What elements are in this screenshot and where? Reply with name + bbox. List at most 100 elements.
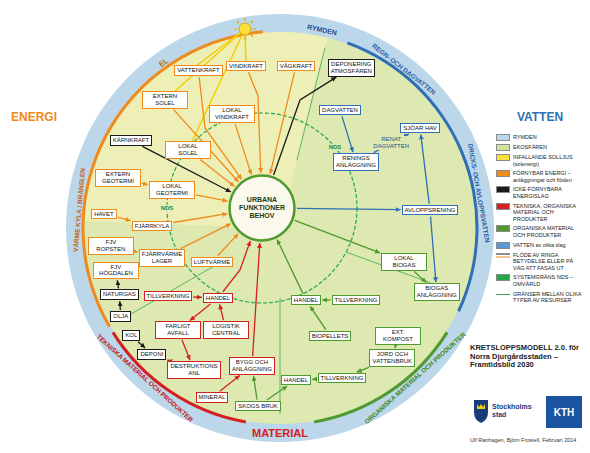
node-label: DEPONERING ATMOSFÄREN — [331, 61, 372, 75]
legend-item: FÖRNYBAR ENERGI – anläggningar och flöde… — [496, 170, 586, 183]
facility-box: EXTERN SOLEL — [142, 91, 188, 109]
sector-title: ENERGI — [11, 111, 57, 124]
facility-box: KÄRNKRAFT — [110, 135, 152, 146]
facility-box: LOKAL VINDKRAFT — [209, 105, 255, 123]
legend-item: TEKNISKA, ORGANISKA MATERIAL OCH PRODUKT… — [496, 203, 586, 223]
flow-arrow — [117, 280, 118, 288]
node-label: HANDEL — [206, 295, 230, 302]
legend: RYMDENEKOSFÄRENINFALLANDE SOLLJUS (solen… — [496, 134, 586, 307]
legend-swatch — [496, 154, 510, 161]
node-label: VINDKRAFT — [229, 63, 263, 70]
node-label: KÄRNKRAFT — [113, 137, 149, 144]
legend-swatch — [496, 242, 510, 249]
sun-rays — [234, 18, 256, 40]
flow-arrow — [277, 240, 303, 294]
legend-item: GRÄNSER MELLAN OLIKA TYPER AV RESURSER — [496, 291, 586, 304]
boundary-label: NDS — [160, 205, 175, 212]
facility-box: AVLOPPSRENING — [402, 205, 459, 216]
connector-group — [117, 72, 436, 400]
facility-box: TILLVERKNING — [144, 291, 193, 302]
facility-box: DAGVATTEN — [319, 105, 361, 116]
node-label: FJV ROPSTEN — [91, 239, 131, 253]
flow-arrow — [267, 386, 287, 400]
node-label: DAGVATTEN — [322, 107, 358, 114]
node-label: LOKAL VINDKRAFT — [212, 107, 252, 121]
facility-box: DEPONI — [137, 349, 166, 360]
legend-item: VATTEN av olika slag — [496, 242, 586, 249]
sunlight-ray — [188, 29, 245, 150]
legend-text: FÖRNYBAR ENERGI – anläggningar och flöde… — [513, 170, 586, 183]
facility-box: RENINGS ANLÄGGNING — [333, 153, 379, 171]
node-label: LOKAL SOLEL — [168, 143, 208, 157]
node-label: BYGG OCH ANLÄGGNING — [232, 359, 272, 373]
flow-arrow — [431, 216, 436, 282]
facility-box: VINDKRAFT — [226, 61, 266, 72]
flow-arrow — [297, 208, 401, 209]
node-label: RENINGS ANLÄGGNING — [336, 155, 376, 169]
flow-arrow — [342, 116, 353, 152]
credit-caption: Ulf Ranhagen, Björn Frostell, Februari 2… — [470, 437, 588, 444]
logo-text: Stockholms stad — [492, 403, 540, 418]
facility-box: FARLIGT AVFALL — [155, 321, 201, 339]
legend-item: ICKE-FÖRNYBARA ENERGISLAG — [496, 186, 586, 199]
legend-swatch — [496, 170, 510, 177]
hub-circle: URBANA FUNKTIONER BEHOV — [228, 174, 296, 242]
facility-box: JORD OCH VATTENBRUK — [369, 349, 415, 367]
node-label: FJÄRRVÄRME LAGER — [142, 251, 183, 265]
facility-box: VÅGKRAFT — [277, 61, 315, 72]
facility-box: KOL — [122, 330, 140, 341]
boundary-label: NDS — [328, 144, 343, 151]
legend-swatch — [496, 134, 510, 141]
legend-text: ICKE-FÖRNYBARA ENERGISLAG — [513, 186, 586, 199]
facility-box: EXT. KOMPOST — [375, 327, 421, 345]
legend-text: SYSTEMGRÄNS NDS – OMVÄRLD — [513, 274, 586, 287]
legend-item: EKOSFÄREN — [496, 144, 586, 151]
legend-text: ORGANISKA MATERIAL OCH PRODUKTER — [513, 225, 586, 238]
kth-logo — [546, 396, 582, 428]
facility-box: SKOGS BRUK — [235, 401, 281, 412]
legend-line-sample — [496, 291, 510, 298]
node-label: LOKAL BIOGAS — [384, 255, 424, 269]
flow-arrow — [135, 251, 138, 253]
facility-box: OLJA — [110, 311, 131, 322]
facility-box: BIOGAS ANLÄGGNING — [414, 283, 460, 301]
flow-arrow — [295, 220, 380, 252]
node-label: FJÄRRKYLA — [135, 223, 170, 230]
facility-box: HANDEL — [291, 295, 321, 306]
legend-item: FLÖDE AV RINGA BETYDELSE ELLER PÅ VÄG AT… — [496, 252, 586, 272]
facility-box: FJÄRRKYLA — [132, 221, 173, 232]
flow-arrow — [182, 340, 190, 360]
node-label: HANDEL — [284, 377, 308, 384]
legend-text: INFALLANDE SOLLJUS (solenergi) — [513, 154, 586, 167]
resource-divider — [346, 252, 431, 283]
flow-arrow — [235, 124, 251, 175]
space-ring — [66, 14, 494, 442]
facility-box: LOKAL GEOTERMI — [149, 181, 195, 199]
node-label: EXT. KOMPOST — [378, 329, 418, 343]
ecosphere-disc — [84, 32, 476, 424]
flow-arrow — [138, 342, 145, 348]
legend-text: VATTEN av olika slag — [513, 242, 566, 249]
flow-arrow — [220, 304, 224, 320]
facility-box: MINERAL — [196, 392, 229, 403]
logo-text: KTH — [554, 407, 575, 418]
node-label: SKOGS BRUK — [238, 403, 278, 410]
flow-arrow — [173, 214, 227, 223]
node-label: BIOPELLETS — [312, 333, 349, 340]
facility-box: HANDEL — [203, 293, 233, 304]
legend-swatch — [496, 203, 510, 210]
legend-swatch — [496, 186, 510, 193]
flow-arrow — [322, 299, 330, 300]
facility-box: LOKAL BIOGAS — [381, 253, 427, 271]
node-label: EXTERN GEOTERMI — [98, 171, 138, 185]
flow-arrow — [190, 304, 211, 320]
legend-item: ORGANISKA MATERIAL OCH PRODUKTER — [496, 225, 586, 238]
facility-box: TILLVERKNING — [318, 373, 367, 384]
node-label: MINERAL — [199, 394, 226, 401]
facility-box: TILLVERKNING — [332, 295, 381, 306]
legend-line — [496, 253, 510, 254]
facility-box: LUFTVÄRME — [191, 257, 233, 268]
node-label: LOKAL GEOTERMI — [152, 183, 192, 197]
flow-arrow — [414, 272, 426, 283]
node-label: URBANA FUNKTIONER BEHOV — [235, 196, 289, 220]
